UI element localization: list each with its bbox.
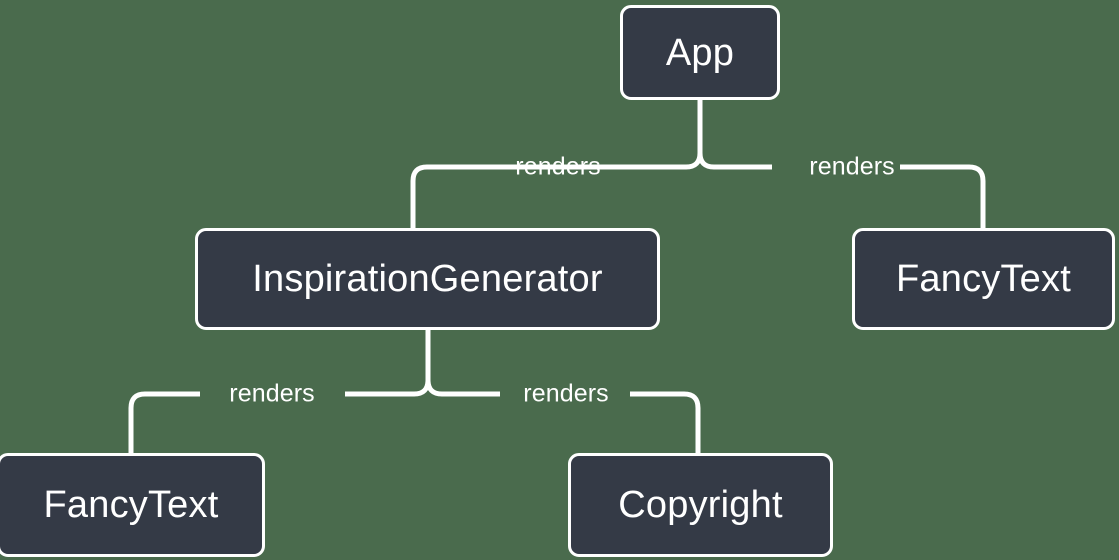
node-app-label: App [665,31,735,74]
node-app[interactable]: App [620,5,780,100]
node-inspiration-generator[interactable]: InspirationGenerator [195,228,660,330]
edge-label-inspirationgenerator-to-fancytext-bottom: renders [229,379,315,408]
edge-label-inspirationgenerator-to-copyright: renders [523,379,609,408]
node-fancytext-bottom[interactable]: FancyText [0,453,265,557]
node-inspiration-generator-label: InspirationGenerator [252,258,603,300]
node-copyright-label: Copyright [618,484,783,526]
connector-copyright-entry [683,391,701,453]
edge-label-app-to-fancytext-right: renders [809,152,895,181]
connector-inspirationgenerator-entry [410,164,428,228]
node-copyright[interactable]: Copyright [568,453,833,557]
node-fancytext-bottom-label: FancyText [43,484,219,526]
node-fancytext-right-label: FancyText [896,258,1071,300]
connector-inspgen-to-fancytext-bottom [345,379,431,397]
edge-label-app-to-inspirationgenerator: renders [515,152,601,181]
connector-fancytext-bottom-entry [128,391,146,453]
connector-inspgen-to-copyright [425,379,500,397]
connector-fancytext-right-entry [968,164,986,228]
node-fancytext-right[interactable]: FancyText [852,228,1115,330]
connector-app-to-fancytext-right [697,152,772,170]
